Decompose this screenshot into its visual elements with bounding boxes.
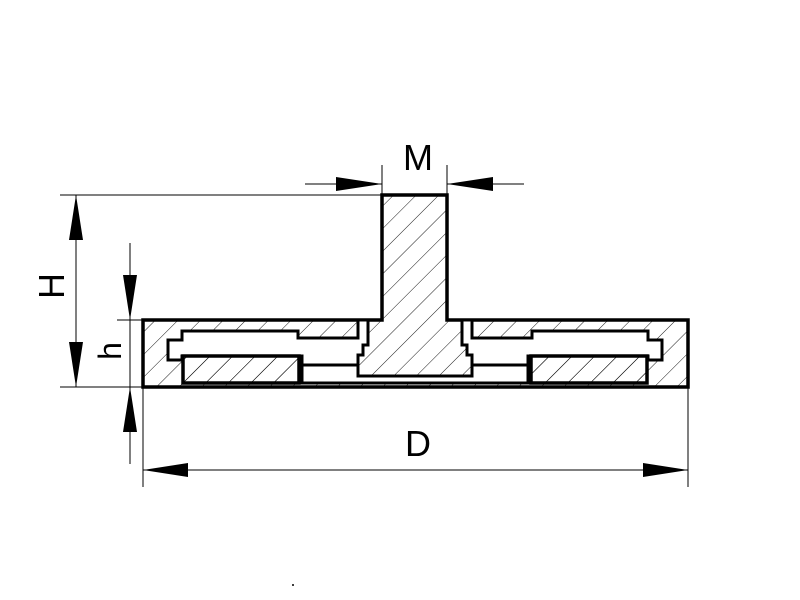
dot-mark (292, 584, 294, 586)
base-height-label: h (92, 342, 128, 360)
dimension-h-total (60, 194, 382, 388)
diameter-label: D (405, 423, 431, 464)
thread-label: M (403, 137, 433, 178)
magnet-left (181, 354, 301, 385)
magnet-right (529, 354, 649, 385)
dimension-d (142, 387, 689, 487)
total-height-label: H (31, 273, 72, 299)
bottom-recess (300, 363, 530, 385)
dimension-m (305, 165, 524, 195)
dimension-h-base (117, 243, 143, 464)
